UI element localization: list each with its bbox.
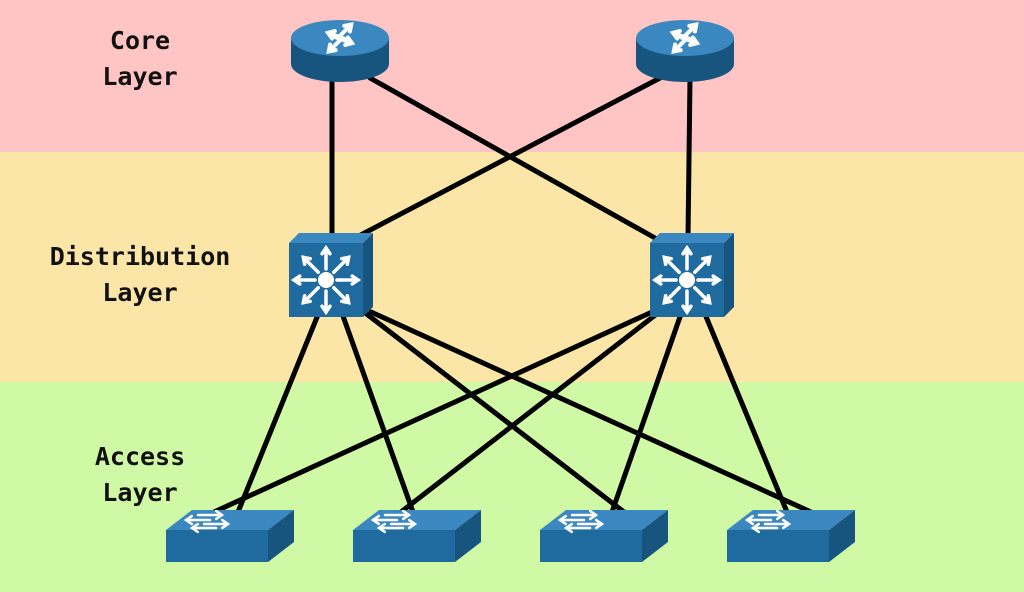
multilayer-switch-icon <box>290 244 362 316</box>
access-switch-4[interactable] <box>727 509 855 562</box>
router-icon <box>324 22 356 54</box>
core-router-1[interactable] <box>291 20 389 82</box>
link-distribution-switch-2-to-access-switch-1 <box>211 309 655 515</box>
access-switch-1[interactable] <box>166 509 294 562</box>
core-label-line2: Layer <box>102 62 178 91</box>
link-distribution-switch-1-to-access-switch-4 <box>368 309 814 515</box>
access-switch-2[interactable] <box>353 509 481 562</box>
link-core-router-2-to-distribution-switch-1 <box>352 75 663 241</box>
workgroup-switch-icon <box>370 509 418 534</box>
link-core-router-2-to-distribution-switch-2 <box>685 75 693 241</box>
link-distribution-switch-1-to-access-switch-3 <box>361 309 627 515</box>
link-distribution-switch-2-to-access-switch-2 <box>398 309 662 515</box>
workgroup-switch-icon <box>183 509 231 534</box>
distribution-switch-2[interactable] <box>650 233 734 317</box>
multilayer-switch-icon <box>651 244 723 316</box>
link-distribution-switch-1-to-access-switch-2 <box>339 309 416 515</box>
distribution-label-line2: Layer <box>102 278 178 307</box>
link-distribution-switch-2-to-access-switch-3 <box>609 309 685 515</box>
devices-group <box>166 20 855 562</box>
link-distribution-switch-1-to-access-switch-1 <box>235 309 322 515</box>
core-router-2[interactable] <box>636 20 734 82</box>
links-group <box>211 75 814 515</box>
access-switch-3[interactable] <box>540 509 668 562</box>
router-icon <box>669 22 701 54</box>
access-label-line2: Layer <box>102 478 178 507</box>
distribution-label-line1: Distribution <box>49 242 231 271</box>
workgroup-switch-icon <box>557 509 605 534</box>
access-label-line1: Access <box>94 442 186 471</box>
link-distribution-switch-2-to-access-switch-4 <box>701 309 790 515</box>
workgroup-switch-icon <box>744 509 792 534</box>
core-label-line1: Core <box>109 26 171 55</box>
distribution-switch-1[interactable] <box>289 233 373 317</box>
distribution-layer-band <box>0 152 1024 382</box>
core-layer-band <box>0 0 1024 152</box>
